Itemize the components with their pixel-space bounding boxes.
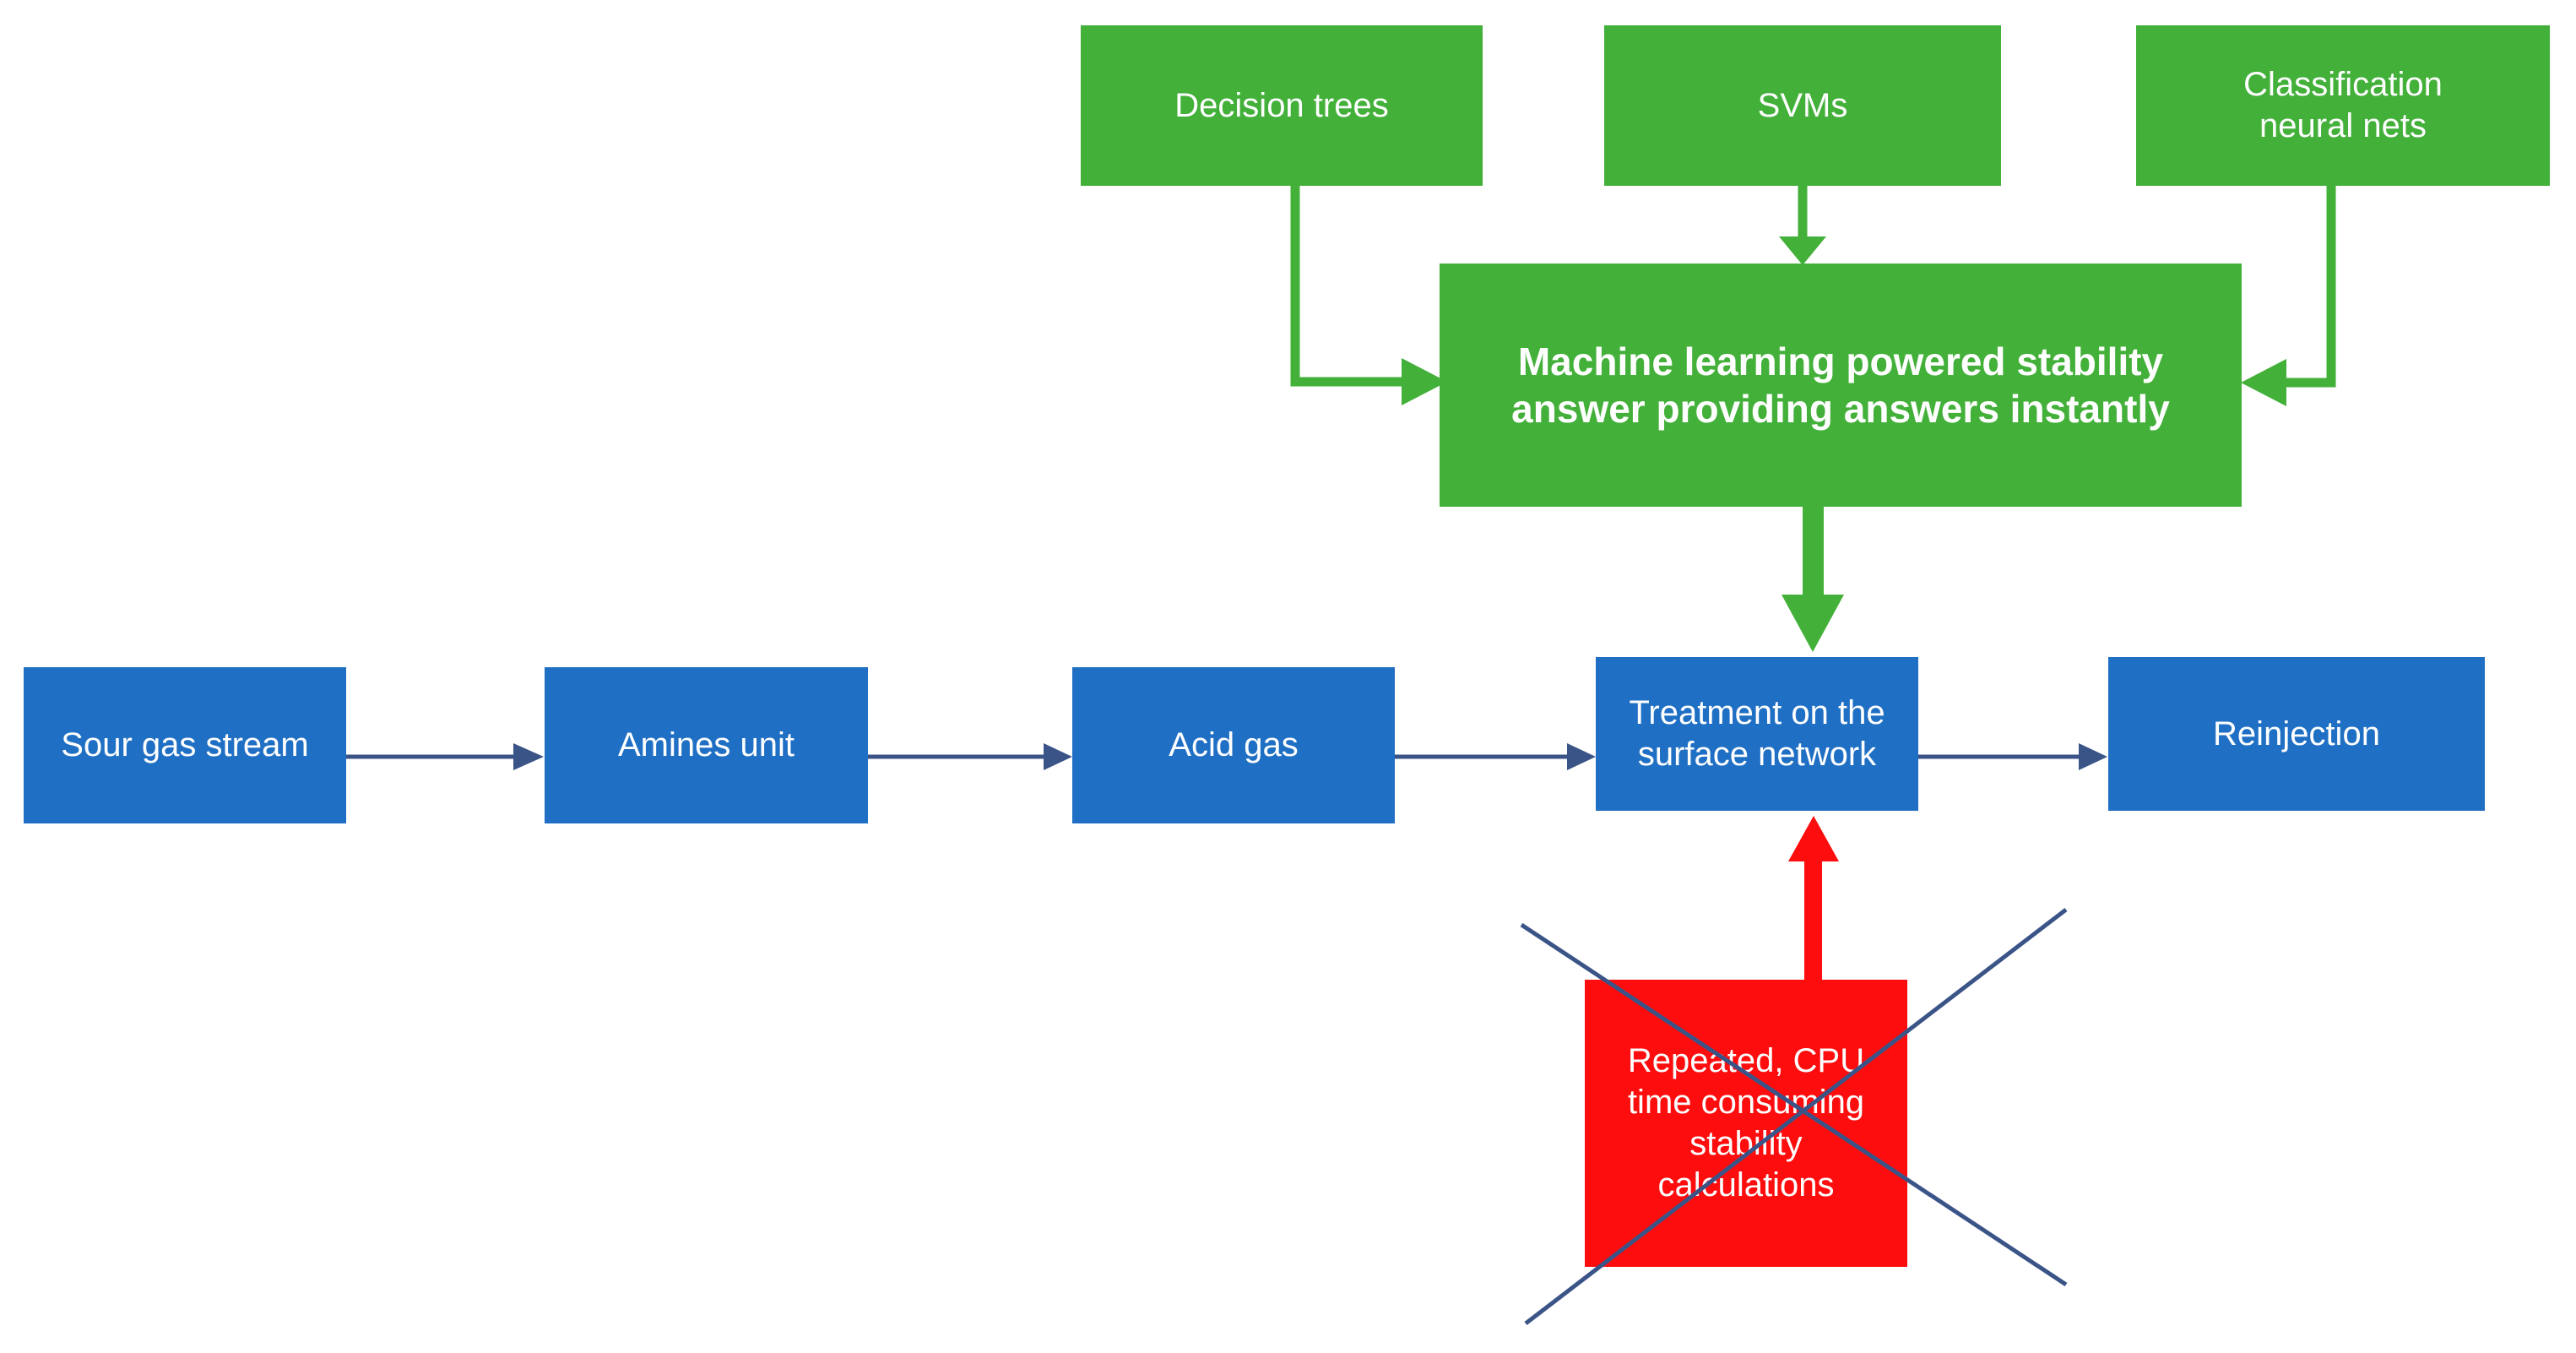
node-ml-stability-answer-label: Machine learning powered stability answe…	[1511, 339, 2170, 431]
connector-decision-trees-to-ml-hub	[1290, 186, 1447, 405]
node-treatment-surface-network[interactable]: Treatment on the surface network	[1596, 657, 1918, 811]
connector-acid-gas-to-treatment	[1395, 743, 1596, 770]
node-treatment-surface-network-label: Treatment on the surface network	[1629, 694, 1885, 773]
node-classification-neural-nets-label: Classification neural nets	[2243, 66, 2443, 144]
node-decision-trees-label: Decision trees	[1174, 86, 1389, 124]
node-amines-unit[interactable]: Amines unit	[545, 667, 868, 823]
node-repeated-stability-calculations-label: Repeated, CPU time consuming stability c…	[1627, 1042, 1865, 1204]
node-sour-gas-stream[interactable]: Sour gas stream	[24, 667, 346, 823]
connector-sour-gas-to-amines	[346, 743, 544, 770]
connector-amines-to-acid-gas	[868, 743, 1072, 770]
node-ml-stability-answer[interactable]: Machine learning powered stability answe…	[1440, 264, 2242, 507]
node-svms[interactable]: SVMs	[1604, 25, 2001, 186]
connector-svms-to-ml-hub	[1779, 186, 1826, 265]
node-acid-gas-label: Acid gas	[1169, 726, 1299, 764]
node-reinjection[interactable]: Reinjection	[2108, 657, 2485, 811]
node-sour-gas-stream-label: Sour gas stream	[61, 726, 309, 764]
connector-repeated-calculations-to-treatment	[1788, 816, 1839, 984]
connector-classification-neural-nets-to-ml-hub	[2241, 186, 2336, 406]
node-repeated-stability-calculations[interactable]: Repeated, CPU time consuming stability c…	[1585, 980, 1907, 1267]
connector-treatment-to-reinjection	[1918, 743, 2107, 770]
node-decision-trees[interactable]: Decision trees	[1081, 25, 1483, 186]
node-acid-gas[interactable]: Acid gas	[1072, 667, 1395, 823]
node-svms-label: SVMs	[1757, 86, 1848, 124]
node-reinjection-label: Reinjection	[2213, 715, 2380, 753]
connector-ml-hub-to-treatment	[1782, 505, 1844, 652]
node-classification-neural-nets[interactable]: Classification neural nets	[2136, 25, 2550, 186]
node-amines-unit-label: Amines unit	[618, 726, 794, 764]
